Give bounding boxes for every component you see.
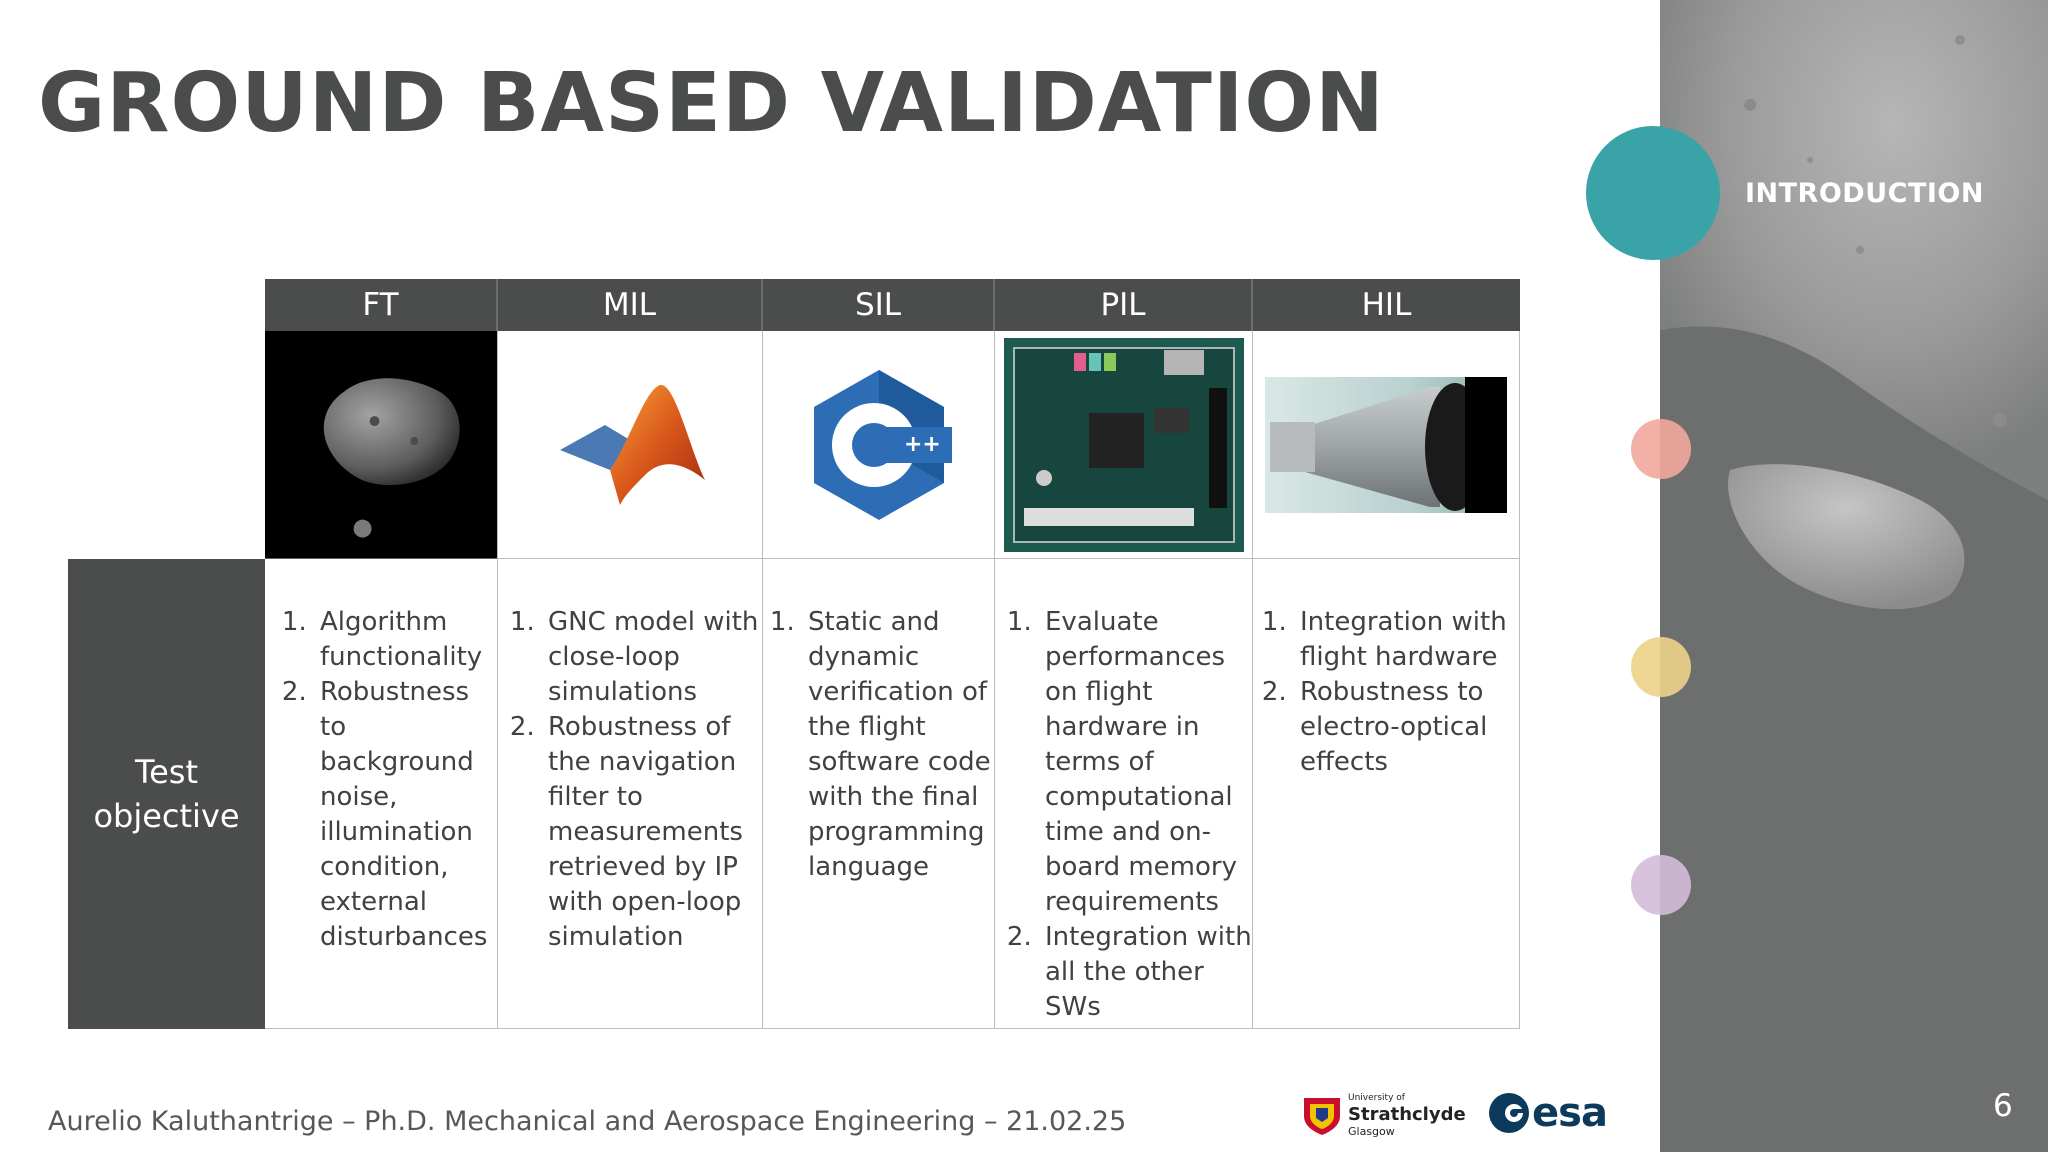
list-item: Integration with flight hardware [1295, 605, 1519, 675]
section-indicator-dot [1631, 637, 1691, 697]
objective-cell-sil: Static and dynamic verification of the f… [763, 559, 995, 1028]
matlab-logo [498, 331, 763, 558]
crest-icon [1304, 1098, 1340, 1135]
section-indicator-dot [1631, 419, 1691, 479]
logo-text: Strathclyde [1348, 1104, 1466, 1125]
strathclyde-logo: University of Strathclyde Glasgow [1302, 1092, 1466, 1138]
section-indicator-dot [1631, 855, 1691, 915]
table-body-row: Algorithm functionality Robustness to ba… [265, 559, 1520, 1029]
asteroid-photo [265, 330, 498, 559]
section-indicator-active-dot [1586, 126, 1720, 260]
esa-logo: esa [1488, 1090, 1608, 1136]
column-header-ft: FT [265, 279, 498, 331]
objective-cell-mil: GNC model with close-loop simulations Ro… [498, 559, 763, 1028]
list-item: Evaluate performances on flight hardware… [1040, 605, 1252, 920]
list-item: Integration with all the other SWs [1040, 920, 1252, 1025]
row-header-test-objective: Test objective [68, 559, 265, 1029]
row-header-label: Test objective [93, 753, 240, 835]
hardware-camera-photo [1253, 331, 1520, 558]
esa-emblem-icon [1489, 1093, 1529, 1133]
list-item: GNC model with close-loop simulations [543, 605, 762, 710]
list-item: Robustness to background noise, illumina… [315, 675, 497, 955]
slide-title: GROUND BASED VALIDATION [38, 56, 1385, 151]
list-item: Robustness of the navigation filter to m… [543, 710, 762, 955]
section-label: INTRODUCTION [1745, 178, 1984, 209]
cpp-logo: ++ [763, 331, 995, 558]
column-header-mil: MIL [498, 279, 763, 331]
logo-text: University of [1348, 1093, 1405, 1103]
logo-text: Glasgow [1348, 1125, 1395, 1138]
list-item: Robustness to electro-optical effects [1295, 675, 1519, 780]
column-header-pil: PIL [995, 279, 1253, 331]
list-item: Static and dynamic verification of the f… [803, 605, 994, 885]
column-header-hil: HIL [1361, 287, 1412, 323]
table-image-row: ++ [265, 330, 1520, 559]
table-header-row: FT MIL SIL PIL HIL [265, 279, 1520, 331]
sidebar-panel [1660, 0, 2048, 1152]
footer-author: Aurelio Kaluthantrige – Ph.D. Mechanical… [48, 1106, 1127, 1137]
objective-cell-hil: Integration with flight hardware Robustn… [1253, 559, 1520, 1028]
objective-cell-pil: Evaluate performances on flight hardware… [995, 559, 1253, 1028]
column-header-sil: SIL [763, 279, 995, 331]
asteroid-background-image [1660, 0, 2048, 610]
list-item: Algorithm functionality [315, 605, 497, 675]
logo-text: esa [1532, 1090, 1608, 1136]
page-number: 6 [1993, 1088, 2013, 1124]
svg-text:++: ++ [904, 432, 941, 457]
objective-cell-ft: Algorithm functionality Robustness to ba… [265, 559, 498, 1028]
zedboard-photo [995, 331, 1253, 558]
